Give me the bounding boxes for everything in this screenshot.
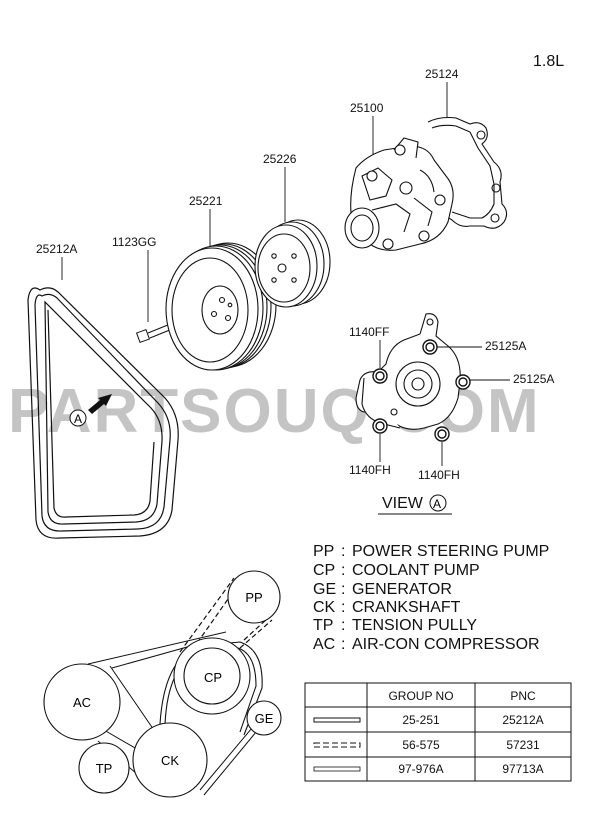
svg-text:GE: GE [255, 711, 274, 726]
svg-text:CP: CP [204, 670, 222, 685]
crank-pulley[interactable] [165, 242, 277, 371]
label-view-bolt-br: 1140FH [418, 468, 460, 482]
label-pump: 25100 [350, 101, 384, 115]
pulley-ge[interactable]: GE [246, 700, 282, 736]
legend-item: CP [313, 562, 335, 579]
legend-item: AIR-CON COMPRESSOR [352, 636, 540, 653]
label-belt: 25212A [36, 242, 77, 256]
table-cell-pnc: 25212A [502, 713, 543, 727]
label-view-bolt-bl: 1140FH [349, 463, 391, 477]
legend-sep: : [341, 581, 345, 598]
svg-text:A: A [74, 412, 82, 426]
label-view-oring-1: 25125A [485, 339, 526, 353]
legend-sep: : [341, 599, 345, 616]
view-caption-marker: A [433, 497, 441, 511]
drive-belt[interactable] [27, 287, 179, 539]
belt-table [304, 682, 572, 782]
pulley-cp[interactable]: CP [173, 637, 251, 715]
legend-sep: : [341, 543, 345, 560]
legend-sep: : [341, 562, 345, 579]
legend-item: CK [313, 599, 336, 616]
legend-item: GENERATOR [352, 581, 452, 598]
water-pump[interactable] [344, 137, 454, 251]
pulley-ac[interactable]: AC [43, 663, 121, 741]
table-row[interactable]: 25-251 25212A [313, 713, 544, 727]
table-row[interactable]: 97-976A 97713A [313, 762, 544, 776]
table-cell-pnc: 57231 [506, 738, 540, 752]
view-a-marker: A [69, 394, 112, 427]
label-bolt: 1123GG [112, 235, 156, 249]
legend-item: CRANKSHAFT [352, 599, 461, 616]
pulley-tp[interactable]: TP [78, 742, 130, 794]
legend-item: GE [313, 581, 336, 598]
gasket[interactable] [427, 116, 508, 229]
view-a-orings [372, 339, 471, 442]
label-pulley: 25221 [189, 194, 223, 208]
table-cell-pnc: 97713A [502, 762, 543, 776]
svg-text:CK: CK [161, 753, 179, 768]
label-view-bolt-left: 1140FF [349, 325, 389, 339]
view-caption-marker-circle [429, 494, 447, 512]
legend-item: TENSION PULLY [352, 617, 477, 634]
svg-text:AC: AC [73, 695, 91, 710]
legend-sep: : [341, 636, 345, 653]
label-pump-pulley: 25226 [263, 152, 297, 166]
table-header-group: GROUP NO [388, 689, 453, 703]
legend-item: TP [313, 617, 333, 634]
table-cell-group: 25-251 [402, 713, 440, 727]
table-cell-group: 56-575 [402, 738, 440, 752]
table-cell-group: 97-976A [398, 762, 443, 776]
legend-item: AC [313, 636, 335, 653]
table-header-pnc: PNC [510, 689, 536, 703]
label-view-oring-2: 25125A [513, 372, 554, 386]
engine-label: 1.8L [533, 53, 564, 70]
pulley-pp[interactable]: PP [227, 570, 281, 624]
svg-text:TP: TP [96, 761, 113, 776]
legend-item: PP [313, 543, 334, 560]
legend-sep: : [341, 617, 345, 634]
label-gasket: 25124 [425, 67, 459, 81]
view-caption: VIEW [382, 495, 424, 512]
pump-pulley[interactable] [254, 219, 331, 308]
legend-item: POWER STEERING PUMP [352, 543, 549, 560]
table-row[interactable]: 56-575 57231 [313, 738, 540, 752]
pulley-ck[interactable]: CK [132, 722, 208, 798]
svg-text:PP: PP [245, 590, 262, 605]
legend: PP : POWER STEERING PUMP CP : COOLANT PU… [313, 543, 549, 653]
legend-item: COOLANT PUMP [352, 562, 480, 579]
